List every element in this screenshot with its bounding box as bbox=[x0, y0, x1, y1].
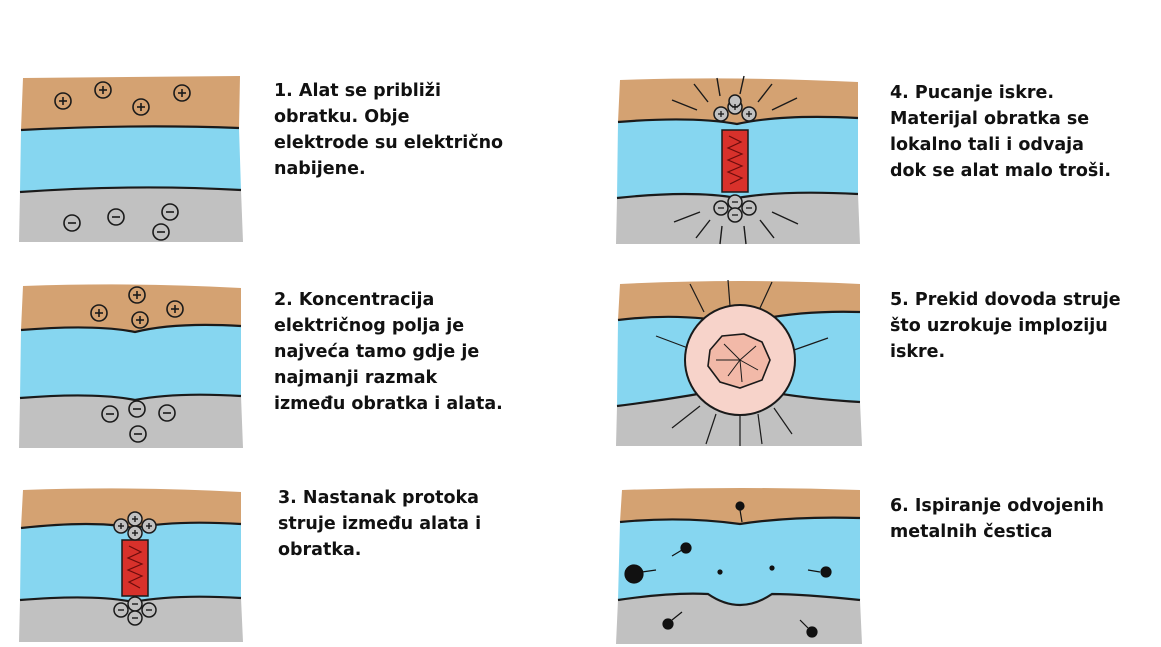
step-4-caption: 4. Pucanje iskre. Materijal obratka se l… bbox=[890, 83, 1111, 181]
step-6-caption: 6. Ispiranje odvojenih metalnih čestica bbox=[890, 496, 1104, 542]
step-3-caption: 3. Nastanak protoka struje između alata … bbox=[278, 488, 482, 560]
step-5-caption: 5. Prekid dovoda struje što uzrokuje imp… bbox=[890, 290, 1121, 362]
step-5-illustration bbox=[612, 278, 864, 448]
step-1-caption: 1. Alat se približi obratku. Obje elektr… bbox=[274, 81, 504, 179]
step-3-illustration bbox=[15, 486, 245, 644]
step-1-illustration bbox=[15, 74, 245, 244]
step-2-illustration bbox=[15, 282, 245, 450]
step-4-illustration bbox=[612, 74, 862, 246]
step-2-caption: 2. Koncentracija električnog polja je na… bbox=[274, 290, 503, 414]
step-6-illustration bbox=[612, 486, 862, 646]
